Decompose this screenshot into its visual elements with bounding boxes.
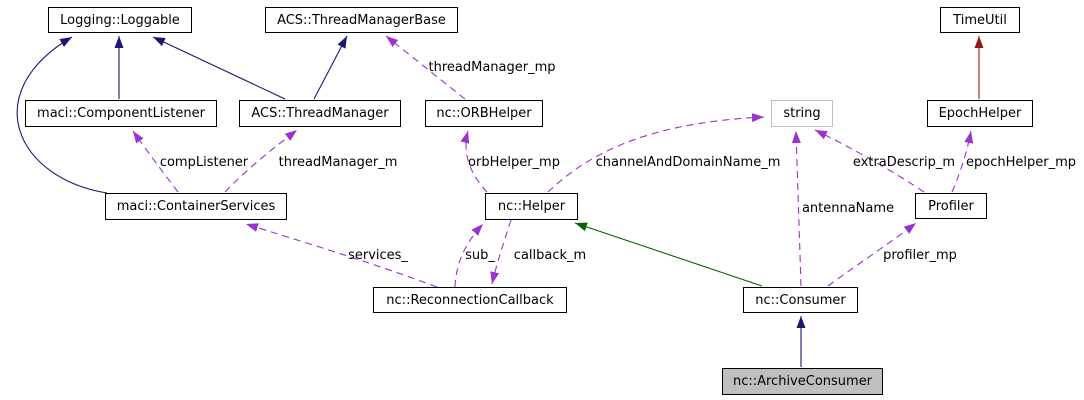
edge-label-profiler-mp: profiler_mp — [883, 248, 957, 263]
edge-usage-orbhelper-mp — [460, 130, 488, 193]
edge-usage-sub — [454, 223, 484, 288]
class-box-nc-orbhelper[interactable]: nc::ORBHelper — [425, 100, 543, 127]
edge-label-complistener: compListener — [160, 155, 249, 170]
class-box-nc-consumer[interactable]: nc::Consumer — [743, 287, 858, 313]
edge-inherit-threadmanager-loggable — [152, 36, 286, 100]
class-box-string: string — [771, 100, 833, 127]
class-box-acs-threadmanagerbase[interactable]: ACS::ThreadManagerBase — [265, 7, 458, 33]
edge-usage-callback-m — [490, 219, 512, 285]
edge-usage-complistener — [132, 130, 179, 193]
edge-label-antennaname: antennaName — [802, 201, 894, 216]
edge-label-extradescrip-m: extraDescrip_m — [853, 155, 955, 170]
edge-usage-extradescrip-m — [814, 129, 925, 193]
edge-label-threadmanager-m: threadManager_m — [279, 155, 398, 170]
class-box-maci-containerservices[interactable]: maci::ContainerServices — [105, 193, 287, 220]
edge-inherit-threadmanager-threadmanagerbase — [313, 35, 348, 100]
edge-label-sub: sub_ — [465, 248, 495, 263]
edge-label-threadmanager-mp: threadManager_mp — [428, 60, 555, 75]
class-box-nc-reconnectioncallback[interactable]: nc::ReconnectionCallback — [373, 287, 567, 313]
edge-usage-profiler-mp — [827, 222, 917, 287]
edge-usage-antennaname — [791, 130, 802, 287]
class-box-nc-helper[interactable]: nc::Helper — [485, 193, 578, 220]
edge-usage-channelanddomainname-m — [547, 113, 765, 193]
class-box-nc-archiveconsumer: nc::ArchiveConsumer — [722, 368, 883, 395]
edge-usage-services — [245, 223, 438, 288]
edge-label-channelanddomainname-m: channelAndDomainName_m — [596, 155, 781, 170]
class-box-maci-componentlistener[interactable]: maci::ComponentListener — [25, 100, 217, 127]
edge-label-orbhelper-mp: orbHelper_mp — [468, 155, 560, 170]
class-box-timeutil[interactable]: TimeUtil — [940, 7, 1020, 33]
class-box-acs-threadmanager[interactable]: ACS::ThreadManager — [239, 100, 401, 127]
edge-usage-threadmanager-mp — [385, 35, 466, 100]
edge-inherit-containerservices-loggable — [16, 36, 108, 194]
edge-label-callback-m: callback_m — [514, 248, 586, 263]
edge-label-services: services_ — [348, 248, 408, 263]
class-box-profiler[interactable]: Profiler — [915, 193, 987, 219]
edge-usage-epochhelper-mp — [951, 130, 974, 193]
edge-usage-threadmanager-m — [224, 129, 298, 193]
edge-inherit-consumer-helper — [574, 222, 763, 287]
class-box-logging-loggable[interactable]: Logging::Loggable — [48, 7, 192, 33]
edge-label-epochhelper-mp: epochHelper_mp — [966, 155, 1076, 170]
class-box-epochhelper[interactable]: EpochHelper — [927, 100, 1033, 127]
